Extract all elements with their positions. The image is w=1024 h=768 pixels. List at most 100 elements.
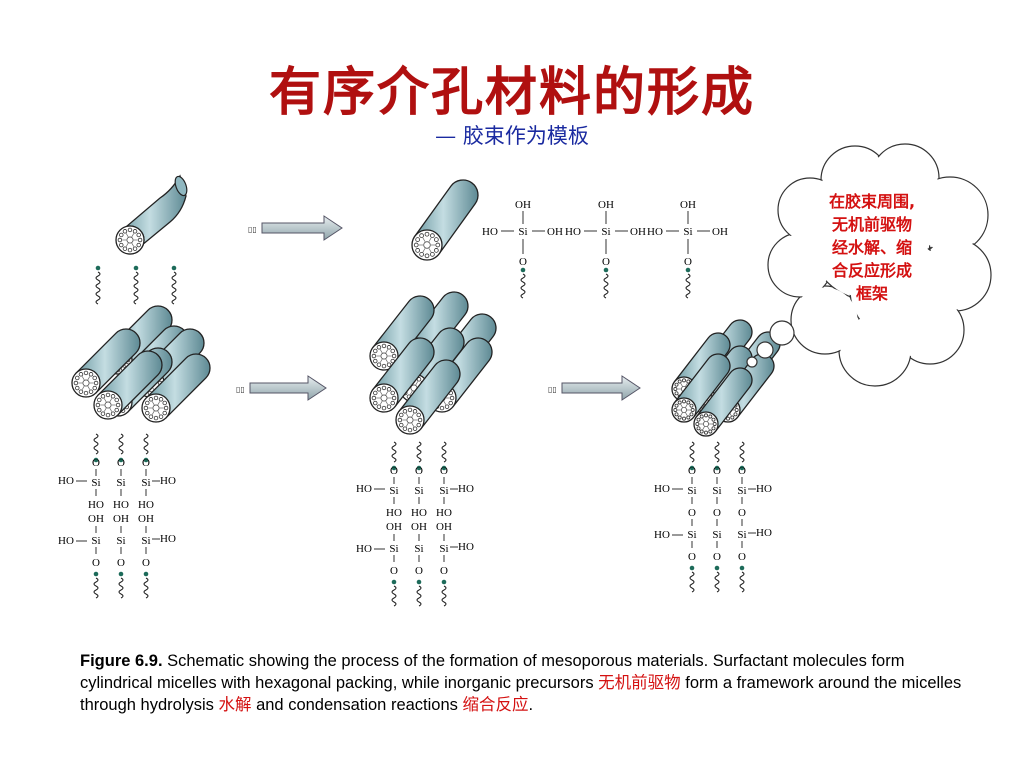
surfactant-molecule	[739, 441, 745, 471]
surfactant-head	[603, 267, 609, 273]
surfactant-head	[391, 353, 397, 359]
surfactant-tail	[685, 412, 688, 416]
surfactant-head	[93, 380, 99, 386]
chem-label: HO	[160, 475, 176, 487]
surfactant-tail	[391, 585, 397, 607]
surfactant-head	[114, 397, 119, 403]
cloud-line: 经水解、缩	[831, 238, 912, 257]
bent-micelle	[115, 174, 188, 255]
chem-label: OH	[598, 199, 614, 211]
surfactant-head	[88, 389, 94, 394]
arrow-label: ▯▯	[248, 225, 257, 234]
chem-label: O	[142, 557, 150, 569]
surfactant-tail	[443, 400, 447, 405]
chem-label: OH	[138, 513, 154, 525]
surfactant-head	[449, 395, 455, 401]
surfactant-head	[386, 387, 392, 392]
surfactant-head	[97, 407, 102, 413]
chem-label: OH	[547, 226, 563, 238]
surfactant-head	[376, 404, 382, 409]
chem-label: O	[440, 565, 448, 577]
surfactant-head	[162, 400, 167, 406]
surfactant-head	[673, 387, 678, 391]
surfactant-tail	[103, 398, 107, 403]
surfactant-tail	[680, 404, 683, 408]
surfactant-head	[416, 412, 421, 418]
surfactant-head	[381, 385, 387, 391]
caption-cn-hydrolysis: 水解	[218, 695, 252, 714]
cloud-fill	[851, 241, 949, 339]
surfactant-tail	[603, 273, 609, 299]
cylinder-far-end	[174, 175, 188, 197]
surfactant-tail	[714, 441, 720, 463]
chem-label: Si	[141, 477, 150, 489]
surfactant-head	[391, 395, 397, 401]
surfactant-head	[373, 358, 378, 364]
chem-label: O	[688, 507, 696, 519]
chem-label: O	[713, 465, 721, 477]
chem-label: OH	[386, 521, 402, 533]
surfactant-head	[682, 416, 686, 421]
chem-label: HO	[88, 499, 104, 511]
surfactant-tail	[157, 401, 161, 406]
chem-label: O	[519, 256, 527, 268]
surfactant-head	[373, 390, 378, 396]
micelle-cylinder	[115, 225, 145, 255]
chem-label: Si	[91, 477, 100, 489]
figure-caption: Figure 6.9. Schematic showing the proces…	[80, 650, 980, 716]
surfactant-head	[407, 407, 413, 413]
surfactant-tail	[143, 577, 149, 599]
surfactant-head	[371, 353, 377, 359]
chem-label: HO	[436, 507, 452, 519]
surfactant-head	[686, 400, 691, 405]
surfactant-head	[689, 465, 695, 471]
surfactant-tail	[379, 400, 383, 405]
surfactant-tail	[93, 433, 99, 455]
cloud-text: 在胶束周围, 无机前驱物 经水解、缩 合反应形成 框架	[808, 190, 936, 305]
chem-label: HO	[458, 541, 474, 553]
surfactant-head	[416, 579, 422, 585]
surfactant-head	[399, 412, 404, 418]
chem-label: O	[738, 507, 746, 519]
surfactant-head	[143, 457, 149, 463]
surfactant-head	[434, 237, 439, 242]
caption-figure-label: Figure 6.9.	[80, 652, 163, 670]
surfactant-tail	[707, 426, 710, 430]
surfactant-head	[75, 375, 80, 381]
surfactant-tail	[151, 410, 155, 415]
process-arrow: ▯▯	[236, 375, 327, 401]
cloud-fill	[913, 178, 987, 252]
surfactant-head	[376, 387, 382, 392]
surfactant-head	[434, 248, 439, 253]
surfactant-tail	[416, 585, 422, 607]
chem-label: Si	[439, 485, 448, 497]
arrow-shape	[261, 215, 343, 241]
surfactant-head	[390, 390, 395, 396]
chem-label: Si	[116, 535, 125, 547]
micelle-bundle	[71, 305, 211, 423]
surfactant-head	[163, 405, 169, 411]
chem-label: OH	[515, 199, 531, 211]
surfactant-head	[386, 404, 392, 409]
chem-label: Si	[91, 535, 100, 547]
surfactant-molecule	[391, 579, 397, 607]
chem-label: Si	[601, 226, 610, 238]
surfactant-tail	[689, 441, 695, 463]
surfactant-tail	[103, 407, 107, 412]
surfactant-molecule	[520, 267, 526, 299]
surfactant-tail	[87, 385, 91, 390]
surfactant-molecule	[171, 265, 177, 305]
surfactant-head	[145, 410, 150, 416]
chem-label: OH	[630, 226, 646, 238]
cloud-line: 框架	[855, 284, 888, 303]
chem-label: Si	[687, 529, 696, 541]
chem-label: O	[688, 465, 696, 477]
surfactant-head	[386, 362, 392, 367]
surfactant-tail	[385, 391, 389, 396]
surfactant-tail	[411, 422, 415, 427]
chem-label: OH	[411, 521, 427, 533]
surfactant-head	[714, 465, 720, 471]
surfactant-head	[708, 429, 713, 434]
surfactant-head	[677, 415, 682, 420]
surfactant-head	[153, 395, 159, 401]
